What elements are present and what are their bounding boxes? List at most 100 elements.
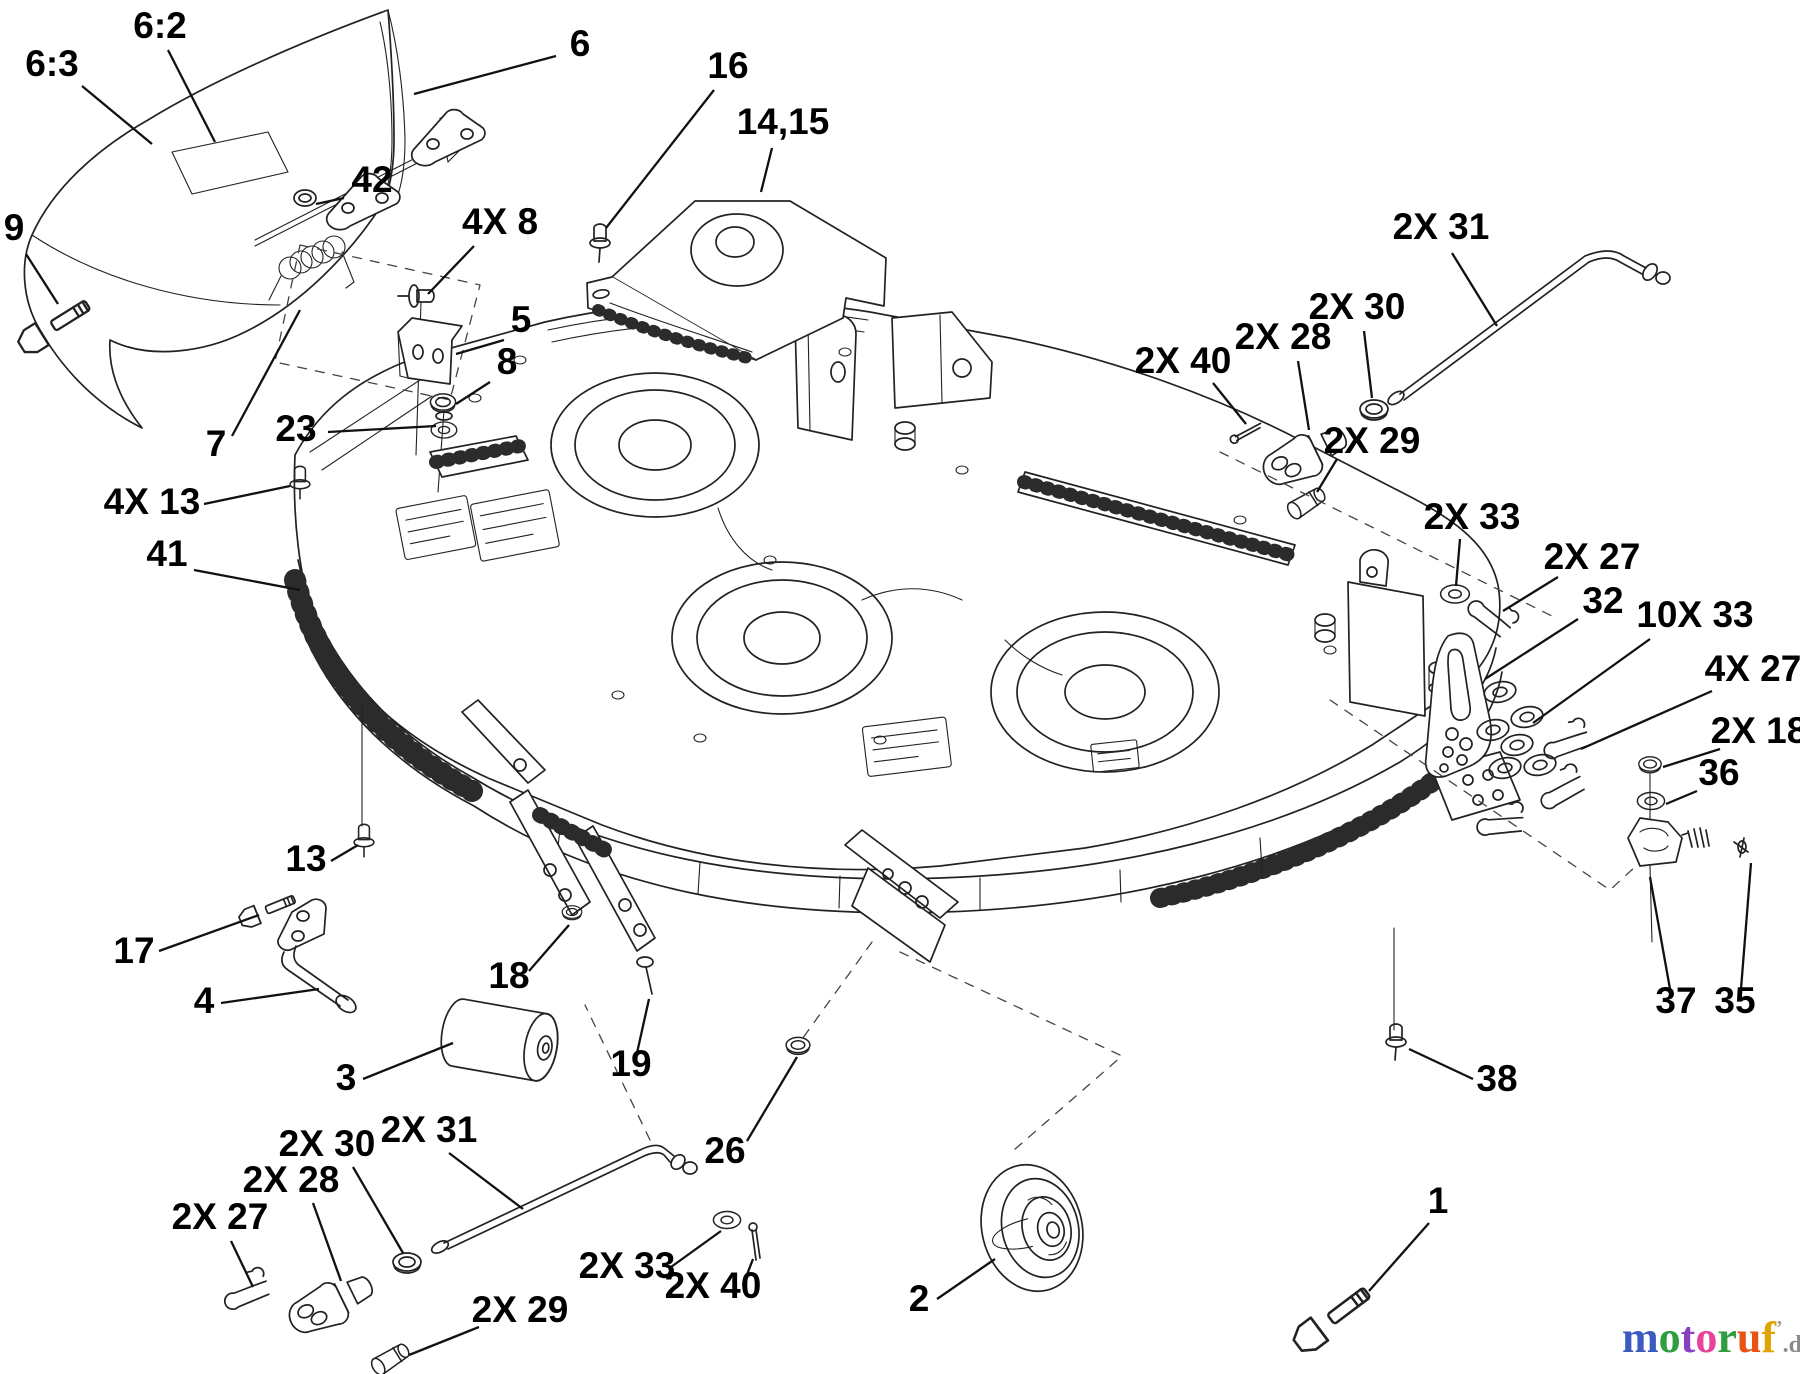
leader-line — [759, 147, 774, 193]
jam-nut-2x30 — [392, 1252, 422, 1274]
washer-2x33 — [712, 1210, 742, 1230]
bolt-38 — [1385, 1023, 1407, 1061]
leader-line — [936, 1258, 996, 1300]
height-adjust-hardware-drawing — [1329, 584, 1749, 943]
callout-2: 2 — [909, 1278, 930, 1319]
leader-line — [1368, 1222, 1430, 1292]
leader-line — [220, 987, 320, 1005]
callout-16: 16 — [707, 45, 748, 86]
callout-2x-40: 2X 40 — [1135, 340, 1232, 381]
callout-1: 1 — [1428, 1180, 1449, 1221]
hinge-bracket-lug — [325, 172, 401, 231]
callout-4: 4 — [194, 980, 215, 1021]
leader-line — [1502, 576, 1559, 612]
roller-3 — [440, 998, 559, 1082]
fork-plates-18-19 — [509, 789, 656, 995]
callout-6: 6 — [570, 23, 591, 64]
cotter-pin-2x40 — [1229, 422, 1262, 445]
leader-line — [166, 49, 217, 143]
leader-line — [327, 424, 437, 434]
callout-18: 18 — [488, 955, 529, 996]
hairpin-4x27 — [1541, 710, 1597, 770]
callout-37: 37 — [1655, 980, 1696, 1021]
cotter-pin-2x40 — [748, 1222, 761, 1261]
nut-2x18 — [1638, 756, 1662, 774]
callout-2x-18: 2X 18 — [1711, 710, 1800, 751]
clevis-pin-2x29 — [368, 1340, 413, 1374]
callout-2x-30: 2X 30 — [1309, 286, 1406, 327]
callout-6:2: 6:2 — [133, 5, 186, 46]
leader-line — [741, 1258, 755, 1286]
leader-line — [25, 253, 59, 305]
leader-line — [1662, 747, 1721, 769]
bracket-5 — [397, 317, 463, 385]
leader-line — [448, 1152, 524, 1210]
jam-nut-2x30 — [1359, 399, 1389, 421]
gauge-wheel-2 — [980, 1163, 1084, 1293]
callout-2x-29: 2X 29 — [1324, 420, 1421, 461]
callout-17: 17 — [113, 930, 154, 971]
leader-line — [193, 568, 301, 592]
leader-line — [230, 309, 302, 437]
watermark-letter: m — [1622, 1313, 1659, 1362]
bolt-4x8 — [397, 284, 435, 308]
callout-36: 36 — [1698, 752, 1739, 793]
hinge-nut — [293, 189, 317, 207]
callout-9: 9 — [4, 207, 25, 248]
callout-10x-33: 10X 33 — [1636, 594, 1753, 635]
leader-line — [1484, 618, 1579, 680]
leader-line — [1665, 789, 1698, 806]
callout-32: 32 — [1582, 580, 1623, 621]
watermark-letter: o — [1695, 1313, 1718, 1362]
watermark-letter: o — [1658, 1313, 1681, 1362]
pin-35 — [1733, 837, 1749, 858]
callout-41: 41 — [146, 533, 187, 574]
callout-2x-31: 2X 31 — [381, 1109, 478, 1150]
leader-line — [311, 1202, 343, 1282]
warning-decal-right — [1090, 739, 1140, 773]
leader-line — [362, 1041, 454, 1081]
screw-13 — [353, 823, 375, 858]
watermark-letter: u — [1736, 1313, 1762, 1362]
logo-tick: ’ — [1775, 1317, 1783, 1339]
leader-line — [605, 89, 715, 229]
leader-line — [528, 924, 570, 972]
callout-13: 13 — [285, 838, 326, 879]
leader-line — [427, 245, 475, 295]
callout-2x-40: 2X 40 — [665, 1265, 762, 1306]
leader-line — [1296, 360, 1311, 431]
washer-36 — [1636, 791, 1666, 811]
rear-lift-rod-drawing — [1219, 250, 1671, 617]
callout-2x-28: 2X 28 — [1235, 316, 1332, 357]
belt-cover-drawing — [586, 200, 887, 364]
left-lift-hardware-drawing — [236, 704, 656, 1141]
watermark-letter: t — [1680, 1313, 1696, 1362]
cover-bolt-16 — [589, 223, 611, 263]
torsion-spring — [268, 235, 355, 301]
screw-washer-23 — [430, 411, 458, 439]
leader-line — [455, 338, 505, 356]
deflector-assembly-drawing — [13, 9, 486, 429]
hinge-bracket-lug — [410, 108, 486, 167]
reinforcement-plate-23 — [429, 435, 529, 478]
leader-line — [1532, 638, 1651, 724]
leader-line — [330, 844, 359, 862]
callout-26: 26 — [704, 1130, 745, 1171]
leader-line — [746, 1056, 798, 1142]
watermark-letter: f — [1761, 1313, 1776, 1362]
callout-2x-33: 2X 33 — [579, 1245, 676, 1286]
leader-line — [315, 196, 345, 206]
leader-line — [1408, 1047, 1474, 1081]
index-bracket-32 — [1424, 632, 1492, 778]
leader-line — [1580, 689, 1713, 751]
leader-line — [455, 381, 491, 405]
flange-nut-26 — [785, 1036, 811, 1056]
motoruf-wordmark: motoruf — [1622, 1316, 1776, 1360]
callout-4x-13: 4X 13 — [104, 481, 201, 522]
leader-line — [1454, 538, 1462, 587]
callout-6:3: 6:3 — [25, 43, 78, 84]
caster-wheel-group-drawing — [712, 927, 1407, 1358]
motoruf-logo[interactable]: motoruf’.de — [1622, 1306, 1800, 1367]
